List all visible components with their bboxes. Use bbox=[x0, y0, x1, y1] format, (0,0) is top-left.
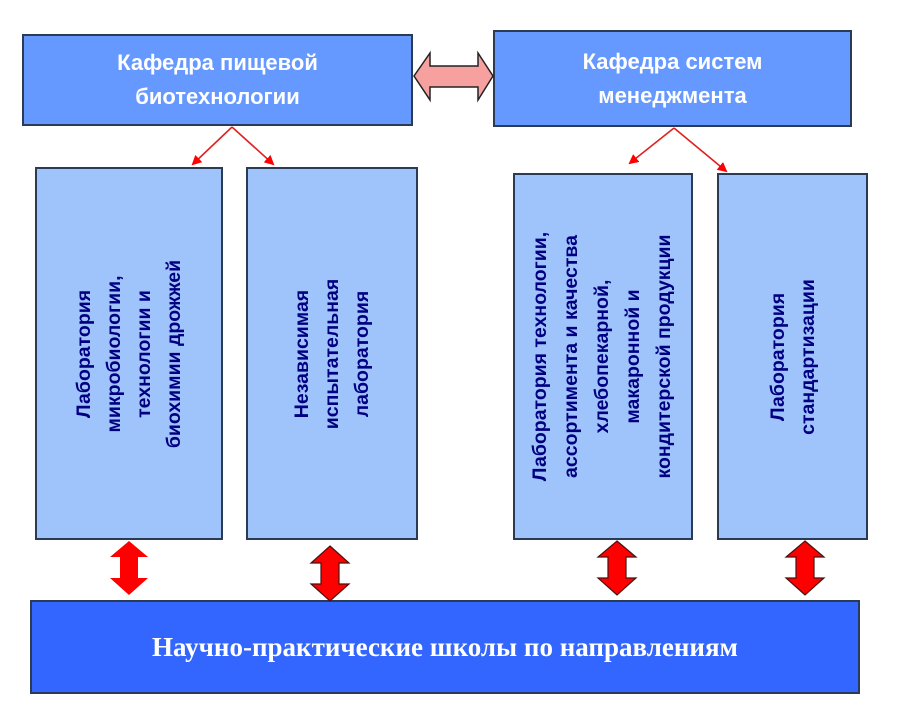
lab-label-line: Независимая bbox=[291, 289, 313, 418]
branch-arrow-independent-testing bbox=[231, 126, 275, 166]
lab-label-line: испытательная bbox=[321, 278, 343, 429]
department-title-line: менеджмента bbox=[598, 82, 747, 108]
lab-independent-testing: Независимая испытательная лаборатория bbox=[246, 167, 418, 540]
branch-arrow-bakery-quality bbox=[628, 127, 675, 165]
lab-label-line: лаборатория bbox=[351, 290, 373, 417]
lab-label-line: Лаборатория технологии, bbox=[529, 231, 552, 482]
school-link-arrow-independent-testing bbox=[309, 545, 351, 602]
lab-label: Лаборатория стандартизации bbox=[763, 279, 823, 435]
lab-label-line: микробиологии, bbox=[103, 275, 125, 433]
lab-label: Лаборатория микробиологии, технологии и … bbox=[69, 259, 189, 447]
scientific-schools-box: Научно-практические школы по направления… bbox=[30, 600, 860, 694]
school-link-arrow-microbiology bbox=[110, 541, 148, 595]
lab-label-line: стандартизации bbox=[796, 278, 819, 435]
scientific-schools-label: Научно-практические школы по направления… bbox=[152, 631, 738, 662]
department-title-line: Кафедра систем bbox=[582, 48, 763, 74]
department-management-systems: Кафедра систем менеджмента bbox=[493, 30, 852, 127]
branch-arrow-standardization bbox=[673, 127, 728, 173]
lab-label-line: Лаборатория bbox=[766, 292, 789, 421]
department-title-line: Кафедра пищевой bbox=[117, 50, 318, 75]
school-link-arrow-standardization bbox=[784, 540, 826, 596]
lab-label-line: технологии и bbox=[133, 289, 155, 418]
lab-label-line: Лаборатория bbox=[73, 289, 95, 418]
lab-label-line: кондитерской продукции bbox=[653, 234, 676, 479]
lab-bakery-quality: Лаборатория технологии, ассортимента и к… bbox=[513, 173, 693, 540]
lab-label-line: хлебопекарной, bbox=[591, 279, 614, 434]
department-title-line: биотехнологии bbox=[135, 84, 300, 109]
lab-microbiology: Лаборатория микробиологии, технологии и … bbox=[35, 167, 223, 540]
lab-standardization: Лаборатория стандартизации bbox=[717, 173, 868, 540]
lab-label-line: ассортимента и качества bbox=[560, 235, 583, 478]
department-food-biotechnology: Кафедра пищевой биотехнологии bbox=[22, 34, 413, 126]
lab-label: Лаборатория технологии, ассортимента и к… bbox=[526, 232, 681, 481]
lab-label: Независимая испытательная лаборатория bbox=[287, 278, 377, 428]
branch-arrow-microbiology bbox=[191, 126, 233, 166]
school-link-arrow-bakery-quality bbox=[596, 540, 638, 596]
lab-label-line: биохимии дрожжей bbox=[163, 259, 185, 448]
lab-label-line: макаронной и bbox=[622, 289, 645, 424]
department-link-arrow bbox=[413, 50, 494, 103]
